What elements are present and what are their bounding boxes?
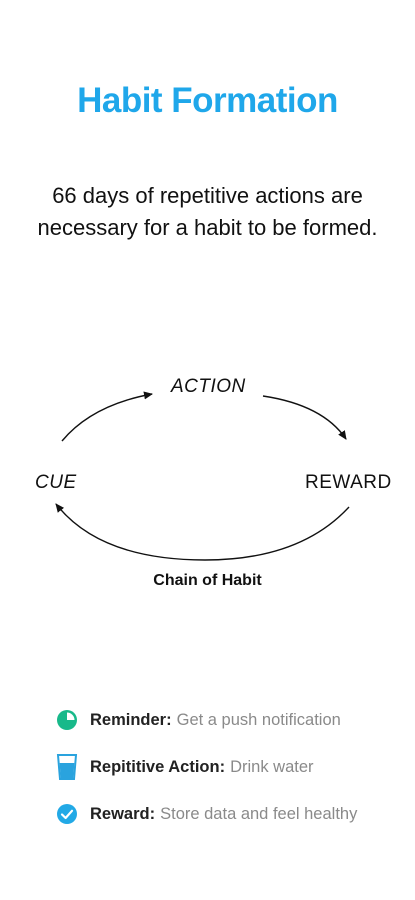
reward-node-label: REWARD [305, 472, 392, 493]
water-glass-icon [56, 754, 78, 780]
page-subtitle: 66 days of repetitive actions are necess… [0, 180, 415, 244]
legend-item-reminder: Reminder: Get a push notification [56, 704, 406, 736]
check-circle-icon [56, 803, 78, 825]
legend-key-reward: Reward: [90, 804, 156, 823]
habit-cycle-arrows [55, 391, 350, 561]
page-title: Habit Formation [77, 81, 338, 120]
legend-value-reminder: Get a push notification [176, 710, 341, 729]
subtitle-line-1: 66 days of repetitive actions are [52, 183, 363, 208]
legend-key-reminder: Reminder: [90, 710, 172, 729]
cue-node-label: CUE [35, 472, 77, 493]
legend-key-repetitive-action: Repititive Action: [90, 757, 226, 776]
action-to-reward-arrow [262, 395, 347, 440]
subtitle-line-2: necessary for a habit to be formed. [37, 215, 378, 240]
cue-to-action-arrow [61, 391, 153, 442]
habit-chain-diagram: ACTION CUE REWARD Chain of Habit [0, 360, 415, 600]
action-node-label: ACTION [171, 376, 246, 397]
chain-of-habit-caption: Chain of Habit [153, 572, 262, 589]
legend-value-reward: Store data and feel healthy [160, 804, 358, 823]
legend-value-repetitive-action: Drink water [230, 757, 314, 776]
reward-to-cue-arrow [55, 503, 350, 561]
legend-item-repetitive-action: Repititive Action: Drink water [56, 751, 406, 783]
habit-legend: Reminder: Get a push notification Repiti… [56, 704, 406, 845]
legend-item-reward: Reward: Store data and feel healthy [56, 798, 406, 830]
clock-icon [56, 709, 78, 731]
